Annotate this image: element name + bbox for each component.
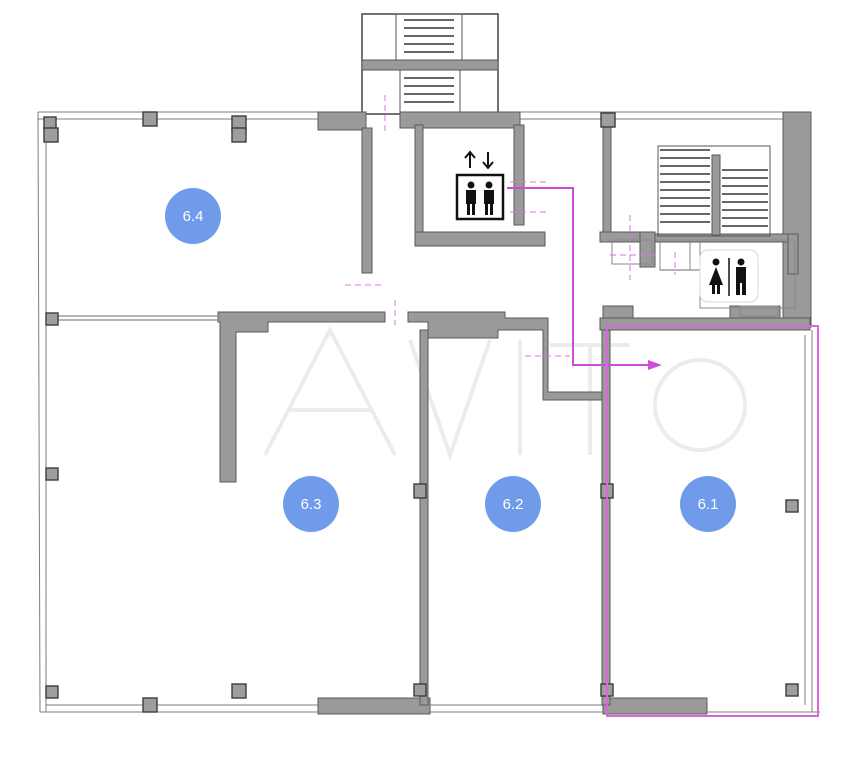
selected-room-outline xyxy=(606,325,819,717)
walls xyxy=(46,111,812,715)
elevator-icon xyxy=(455,150,505,221)
room-label: 6.1 xyxy=(698,496,719,513)
right-stair-block xyxy=(657,145,771,237)
service-rooms xyxy=(611,239,796,317)
watermark xyxy=(263,325,747,462)
outer-walls xyxy=(37,111,820,713)
columns xyxy=(43,111,799,713)
room-marker-6-2[interactable]: 6.2 xyxy=(485,476,541,532)
room-marker-6-1[interactable]: 6.1 xyxy=(680,476,736,532)
room-label: 6.4 xyxy=(183,208,204,225)
room-label: 6.2 xyxy=(503,496,524,513)
room-marker-6-4[interactable]: 6.4 xyxy=(165,188,221,244)
room-marker-6-3[interactable]: 6.3 xyxy=(283,476,339,532)
axis-marks xyxy=(345,95,676,357)
restroom-icon xyxy=(699,249,759,303)
top-stair-block xyxy=(361,13,499,115)
route-path xyxy=(507,187,662,370)
room-label: 6.3 xyxy=(301,496,322,513)
